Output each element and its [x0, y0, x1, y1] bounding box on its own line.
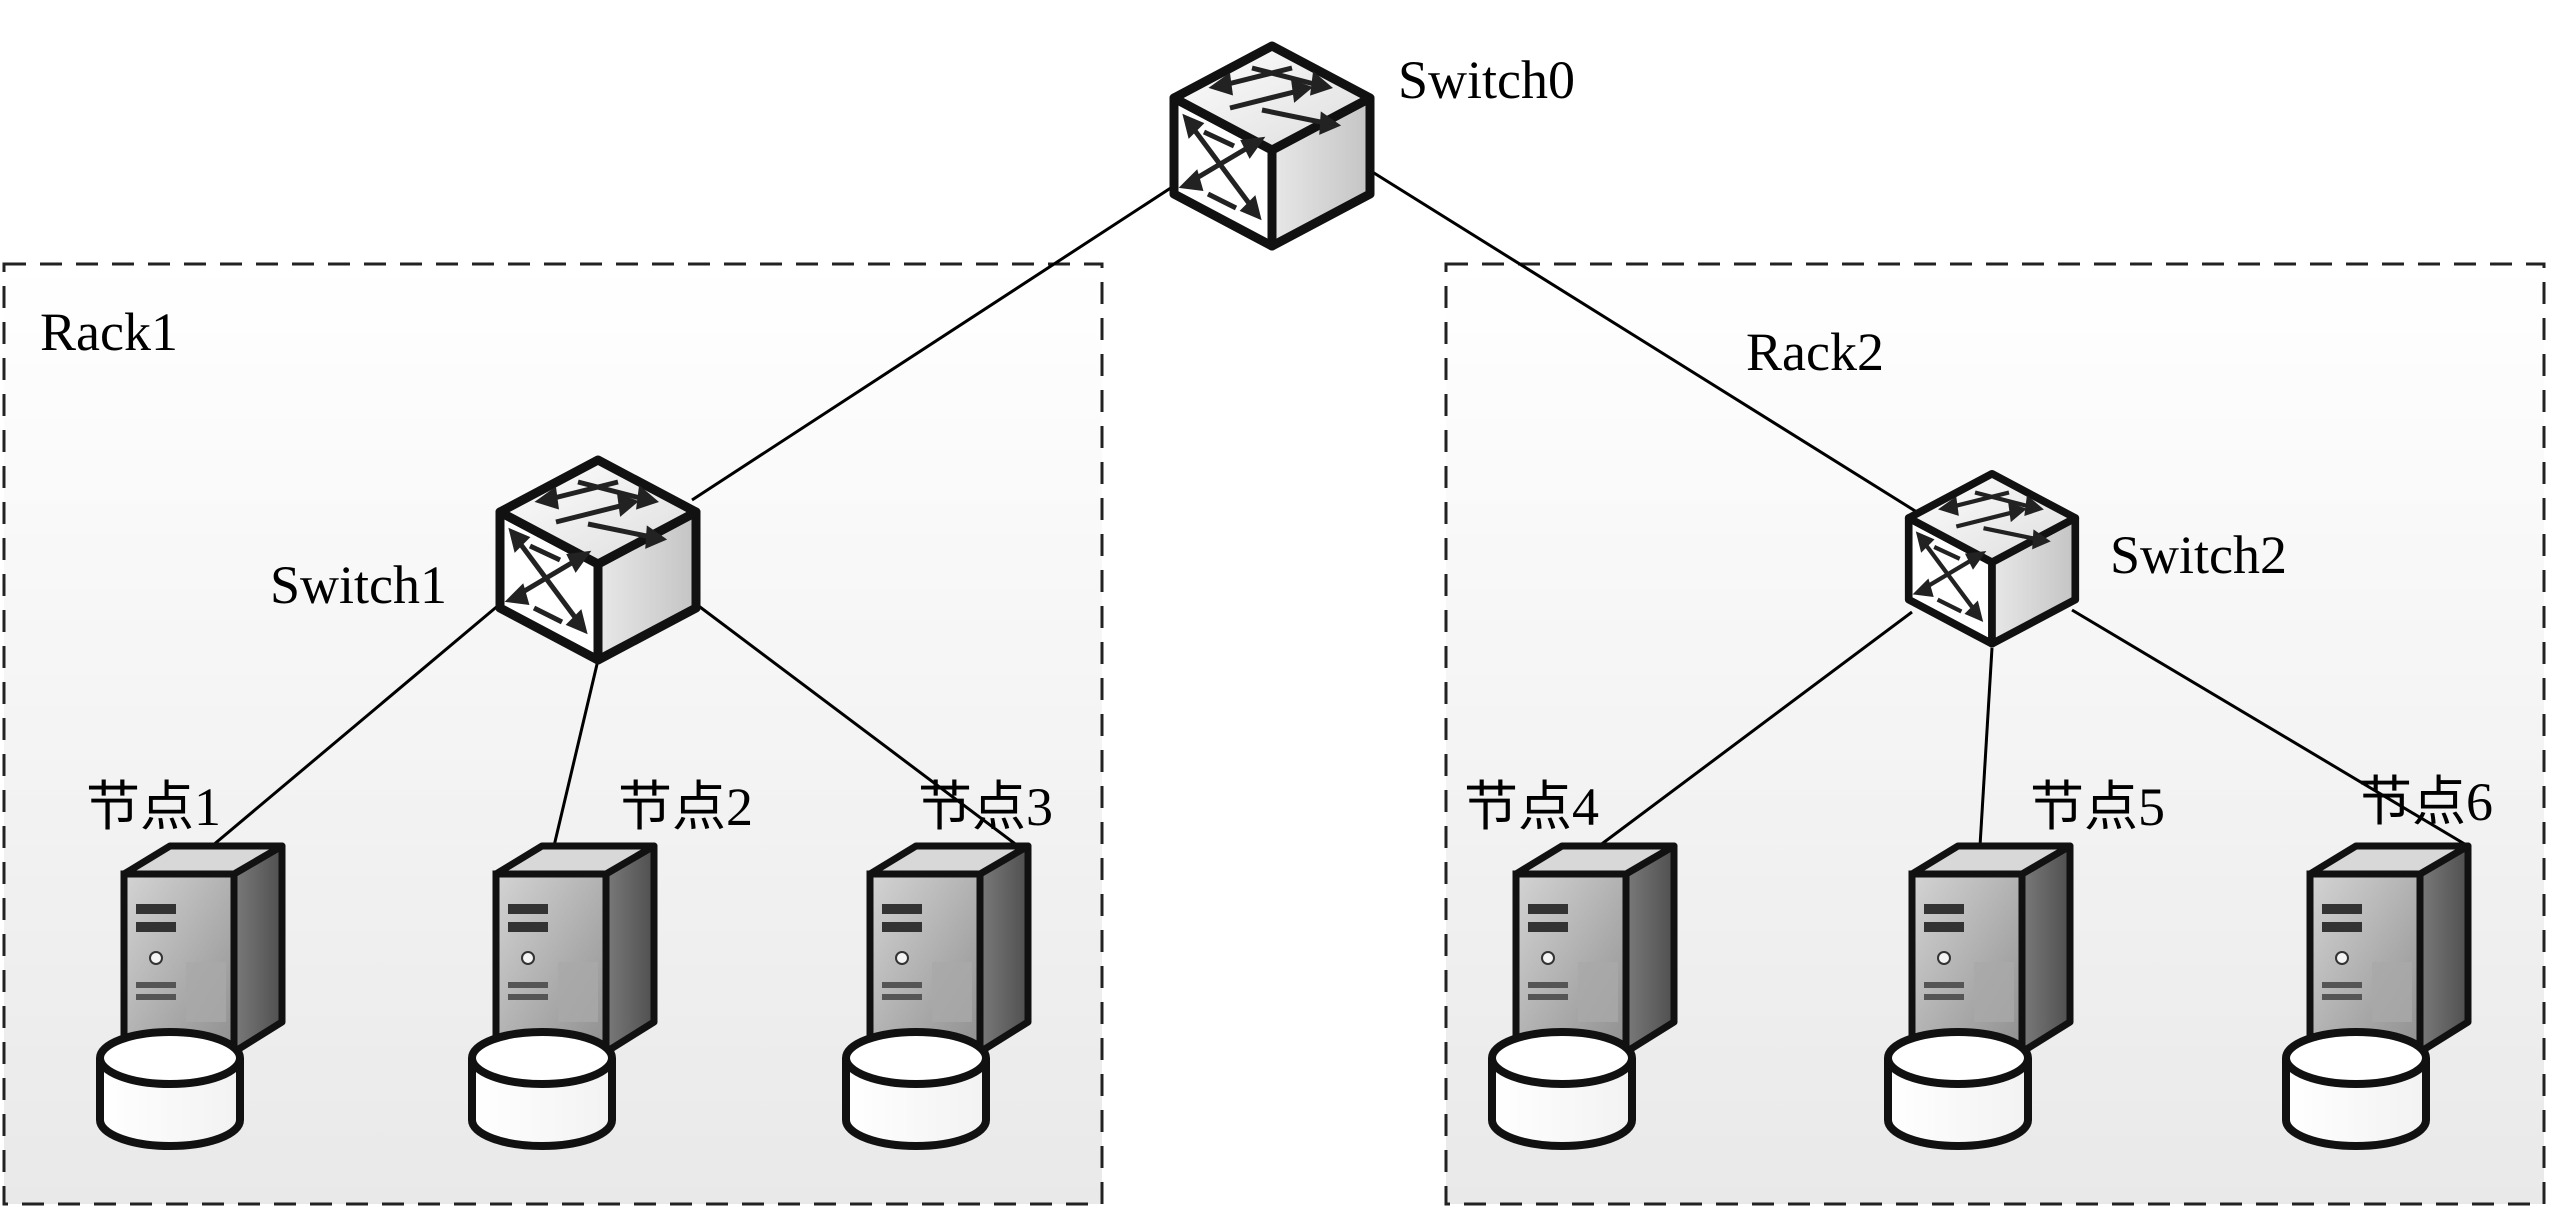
node-label-node5: 节点5 [2030, 777, 2165, 837]
switch-label-switch2: Switch2 [2110, 525, 2287, 585]
link-switch1-node3 [695, 602, 1019, 848]
node-label-node1: 节点1 [86, 777, 221, 837]
node4-server-tower-icon [1516, 846, 1674, 1052]
link-switch2-node6 [2071, 608, 2469, 848]
node2-server-tower-icon [496, 846, 654, 1052]
link-switch2-node5 [1978, 647, 1994, 847]
link-switch2-node4 [1598, 610, 1913, 848]
node-label-node6: 节点6 [2358, 772, 2493, 832]
node-label-node2: 节点2 [618, 777, 753, 837]
link-switch1-node1 [211, 602, 501, 848]
node6-server-tower-icon [2310, 846, 2468, 1052]
node1-database-disk-icon [100, 1032, 240, 1146]
node-label-node4: 节点4 [1464, 777, 1599, 837]
node3-server-tower-icon [870, 846, 1028, 1052]
node2-database-disk-icon [472, 1032, 612, 1146]
switch-label-switch0: Switch0 [1398, 50, 1575, 110]
link-switch0-switch2 [1365, 166, 1921, 516]
link-switch0-switch1 [691, 176, 1187, 502]
rack-label-rack2: Rack2 [1746, 322, 1884, 382]
node-label-node3: 节点3 [918, 777, 1053, 837]
link-switch1-node2 [552, 659, 600, 847]
node3-database-disk-icon [846, 1032, 986, 1146]
switch-label-switch1: Switch1 [270, 555, 447, 615]
node6-database-disk-icon [2286, 1032, 2426, 1146]
rack-label-rack1: Rack1 [40, 302, 178, 362]
node4-database-disk-icon [1492, 1032, 1632, 1146]
node1-server-tower-icon [124, 846, 282, 1052]
node5-server-tower-icon [1912, 846, 2070, 1052]
switch0-network-switch-icon [1174, 46, 1370, 246]
node5-database-disk-icon [1888, 1032, 2028, 1146]
links-layer [211, 166, 2469, 848]
